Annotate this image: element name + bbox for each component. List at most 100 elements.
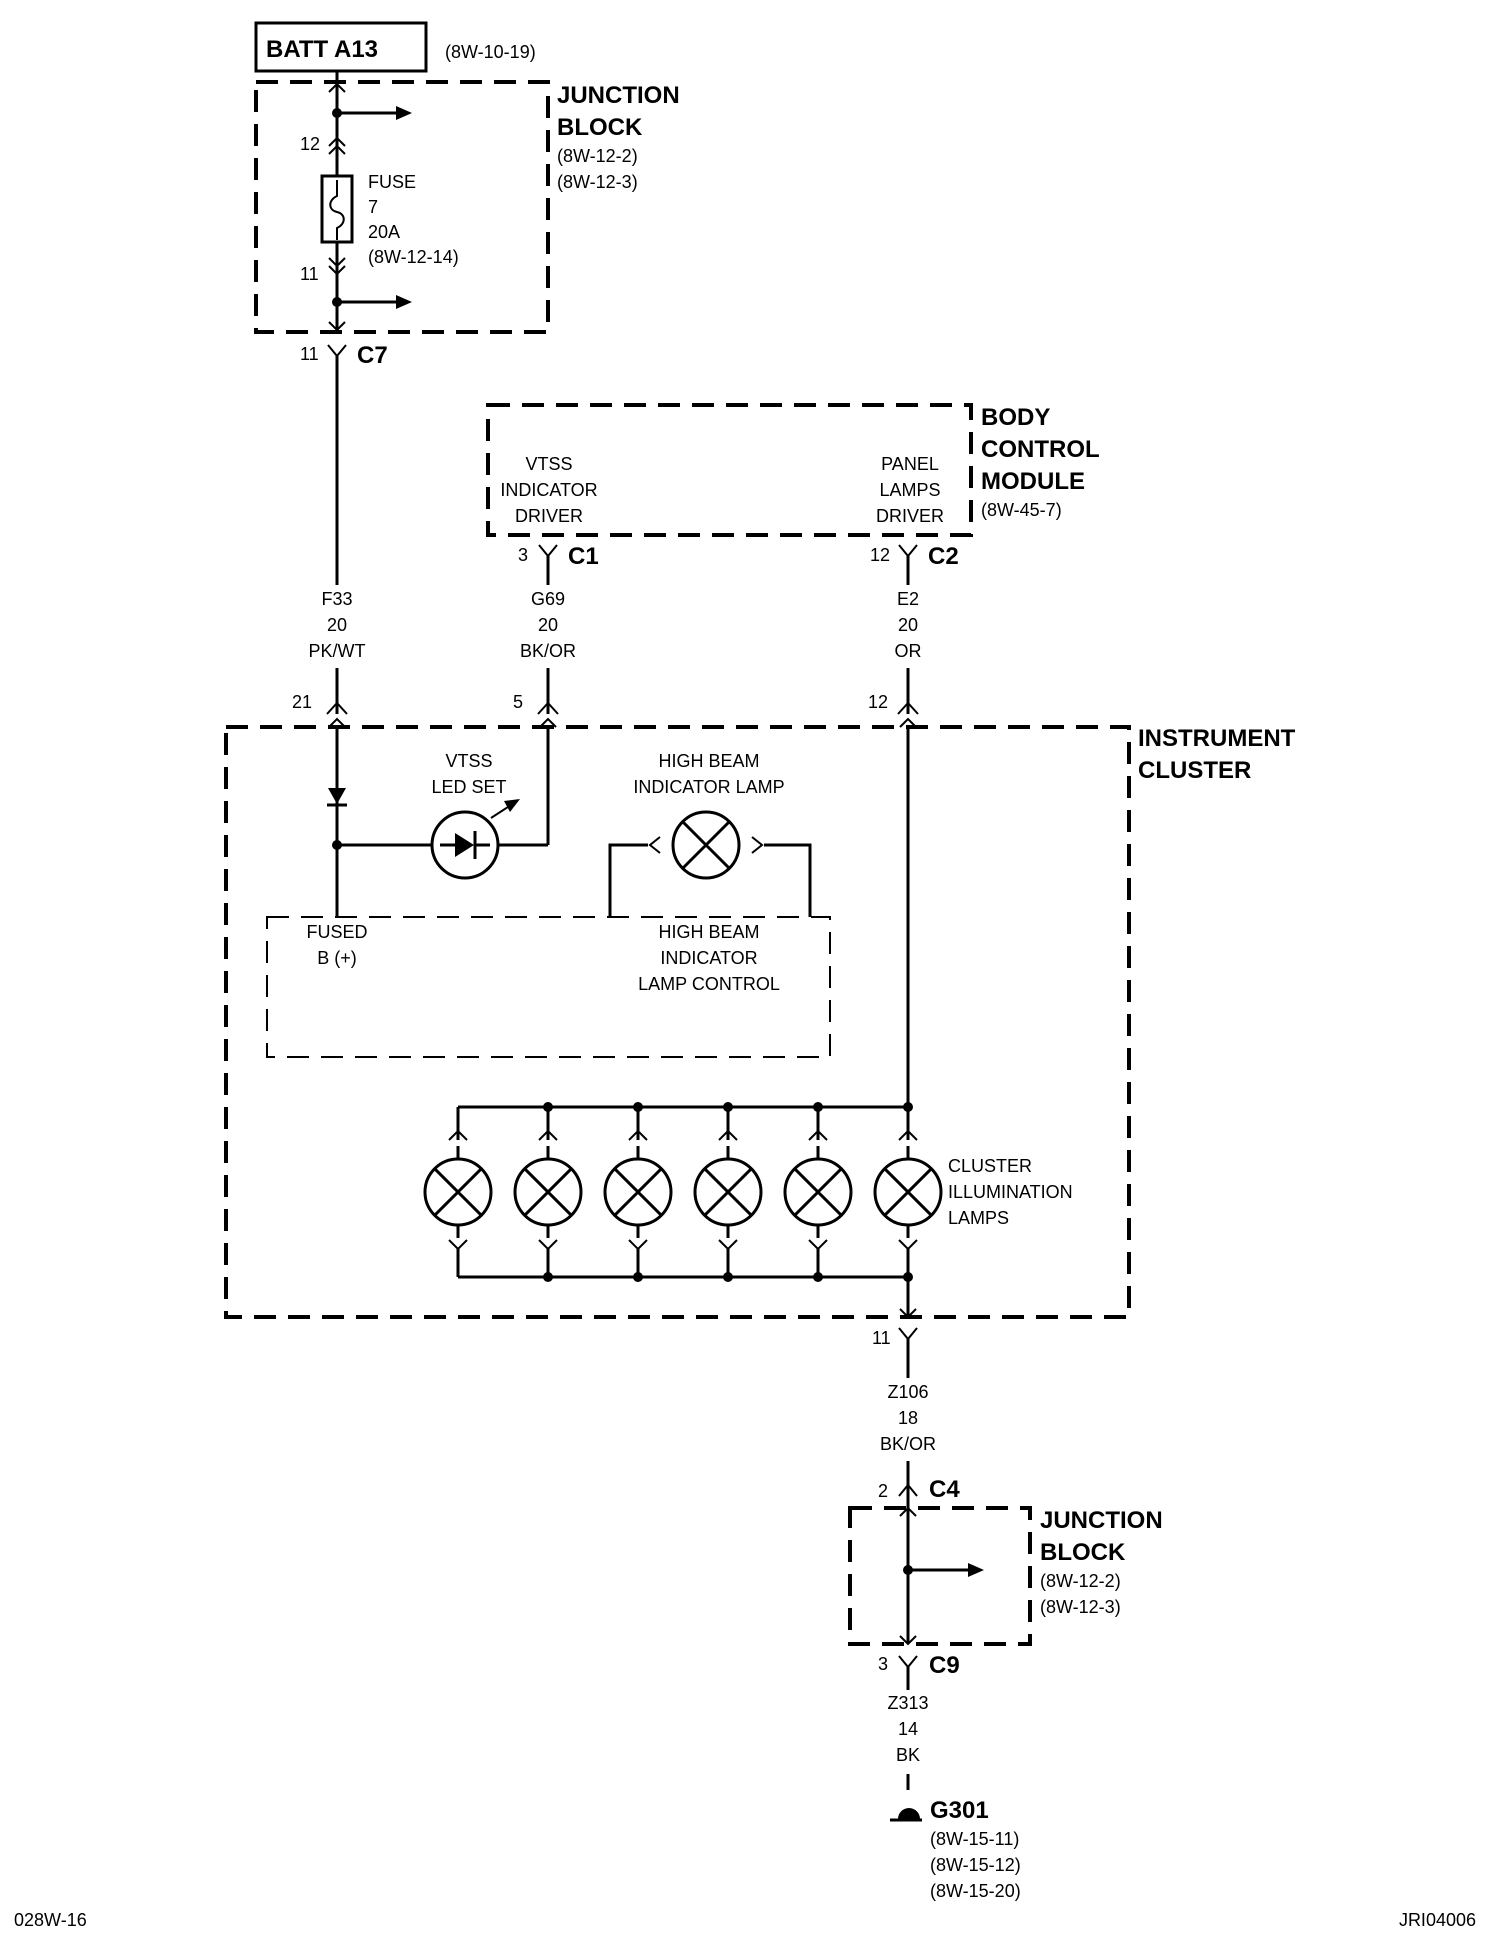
- instrument-cluster-box: [224, 725, 1131, 1319]
- batt-label: BATT A13: [266, 36, 378, 63]
- footer-right-code: JRI04006: [1399, 1910, 1476, 1930]
- jb-bottom-title2: BLOCK: [1040, 1539, 1126, 1566]
- lamp-cross: [793, 1167, 843, 1217]
- lamp-socket-icon: [628, 1129, 648, 1141]
- lamp-socket-icon: [718, 1129, 738, 1141]
- e2-gauge: 20: [898, 615, 918, 635]
- splice-dot: [723, 1102, 733, 1112]
- splice-dot: [543, 1272, 553, 1282]
- lamp-socket-icon: [808, 1239, 828, 1251]
- junction-block-top-ref1: (8W-12-2): [557, 146, 638, 166]
- fuse-ref: (8W-12-14): [368, 247, 459, 267]
- bcm-box: [486, 403, 973, 537]
- jb-bottom-c4-pin: 2: [878, 1481, 888, 1501]
- ground-ref1: (8W-15-11): [930, 1829, 1019, 1849]
- connector-fork-icon: [326, 701, 348, 715]
- hb-lamp-label1: HIGH BEAM: [658, 751, 759, 771]
- ground-ref3: (8W-15-20): [930, 1881, 1021, 1901]
- splice-dot: [903, 1102, 913, 1112]
- connector-chevron-icon: [899, 1635, 917, 1646]
- connector-fork-icon: [898, 1655, 918, 1669]
- fused-b-label2: B (+): [317, 948, 357, 968]
- g69-color: BK/OR: [520, 641, 576, 661]
- lamp-socket-icon: [718, 1239, 738, 1251]
- batt-ref: (8W-10-19): [445, 42, 536, 62]
- instrument-cluster-title1: INSTRUMENT: [1138, 725, 1296, 752]
- connector-fork-icon: [538, 544, 558, 558]
- batt-box: [254, 21, 428, 73]
- bcm-panel-line2: LAMPS: [879, 480, 940, 500]
- f33-color: PK/WT: [309, 641, 366, 661]
- connector-fork-icon: [898, 1327, 918, 1341]
- hb-lamp-wire: [608, 843, 812, 917]
- hb-lamp-label2: INDICATOR LAMP: [633, 777, 784, 797]
- z313-gauge: 14: [898, 1719, 918, 1739]
- jb-bottom-c9-pin: 3: [878, 1654, 888, 1674]
- connector-chevron-icon: [899, 717, 917, 728]
- z313-circuit: Z313: [887, 1693, 928, 1713]
- lamp-cross: [613, 1167, 663, 1217]
- diode-icon: [328, 788, 346, 804]
- cluster-pin-5: 5: [513, 692, 523, 712]
- fuse-pin-in: 12: [300, 134, 320, 154]
- connector-chevron-icon: [899, 1308, 917, 1319]
- fuse-pin-out: 11: [300, 264, 319, 284]
- lamp-socket-icon: [448, 1239, 468, 1251]
- arrow-right-icon: [396, 295, 412, 309]
- instrument-cluster-title2: CLUSTER: [1138, 757, 1251, 784]
- arrow-right-icon: [968, 1563, 984, 1577]
- illum-label1: CLUSTER: [948, 1156, 1032, 1176]
- connector-chevron-icon: [899, 1506, 917, 1517]
- hb-control-label2: INDICATOR: [660, 948, 757, 968]
- cluster-pin-21: 21: [292, 692, 312, 712]
- lamp-cross: [681, 820, 731, 870]
- connector-chevron-icon: [328, 257, 346, 276]
- junction-block-bottom-box: [848, 1506, 1032, 1646]
- fuse-element-icon: [329, 180, 345, 240]
- illum-label3: LAMPS: [948, 1208, 1009, 1228]
- arrow-right-icon: [396, 106, 412, 120]
- fuse-rating: 20A: [368, 222, 400, 242]
- bcm-vtss-line2: INDICATOR: [500, 480, 597, 500]
- jb-bottom-c9-name: C9: [929, 1652, 960, 1679]
- junction-block-top-box: [254, 80, 550, 334]
- z313-color: BK: [896, 1745, 920, 1765]
- junction-block-top-title1: JUNCTION: [557, 82, 680, 109]
- lamp-socket-icon: [648, 836, 764, 854]
- cluster-pin-12: 12: [868, 692, 888, 712]
- z106-color: BK/OR: [880, 1434, 936, 1454]
- junction-block-top-title2: BLOCK: [557, 114, 643, 141]
- ground-icon: [898, 1808, 920, 1819]
- e2-circuit: E2: [897, 589, 919, 609]
- fuse-number: 7: [368, 197, 378, 217]
- hb-control-label1: HIGH BEAM: [658, 922, 759, 942]
- bcm-c2-pin: 12: [870, 545, 890, 565]
- lamp-socket-icon: [538, 1239, 558, 1251]
- f33-gauge: 20: [327, 615, 347, 635]
- lamp-cross: [523, 1167, 573, 1217]
- bcm-title1: BODY: [981, 404, 1050, 431]
- ground-ref2: (8W-15-12): [930, 1855, 1021, 1875]
- lamp-socket-icon: [808, 1129, 828, 1141]
- cluster-illumination-lamps: [423, 1102, 943, 1282]
- ground-name: G301: [930, 1797, 989, 1824]
- lamp-socket-icon: [628, 1239, 648, 1251]
- lamp-socket-icon: [448, 1129, 468, 1141]
- connector-chevron-icon: [328, 136, 346, 155]
- z106-circuit: Z106: [887, 1382, 928, 1402]
- vtss-led-label2: LED SET: [431, 777, 506, 797]
- bcm-panel-line3: DRIVER: [876, 506, 944, 526]
- junction-block-top-ref2: (8W-12-3): [557, 172, 638, 192]
- z106-gauge: 18: [898, 1408, 918, 1428]
- illum-label2: ILLUMINATION: [948, 1182, 1073, 1202]
- lamp-cross: [703, 1167, 753, 1217]
- connector-fork-icon: [897, 701, 919, 715]
- cluster-internal-box: [266, 916, 831, 1058]
- footer-left-code: 028W-16: [14, 1910, 87, 1930]
- lamp-cross: [883, 1167, 933, 1217]
- connector-chevron-icon: [328, 321, 346, 332]
- g69-gauge: 20: [538, 615, 558, 635]
- connector-fork-icon: [327, 344, 347, 358]
